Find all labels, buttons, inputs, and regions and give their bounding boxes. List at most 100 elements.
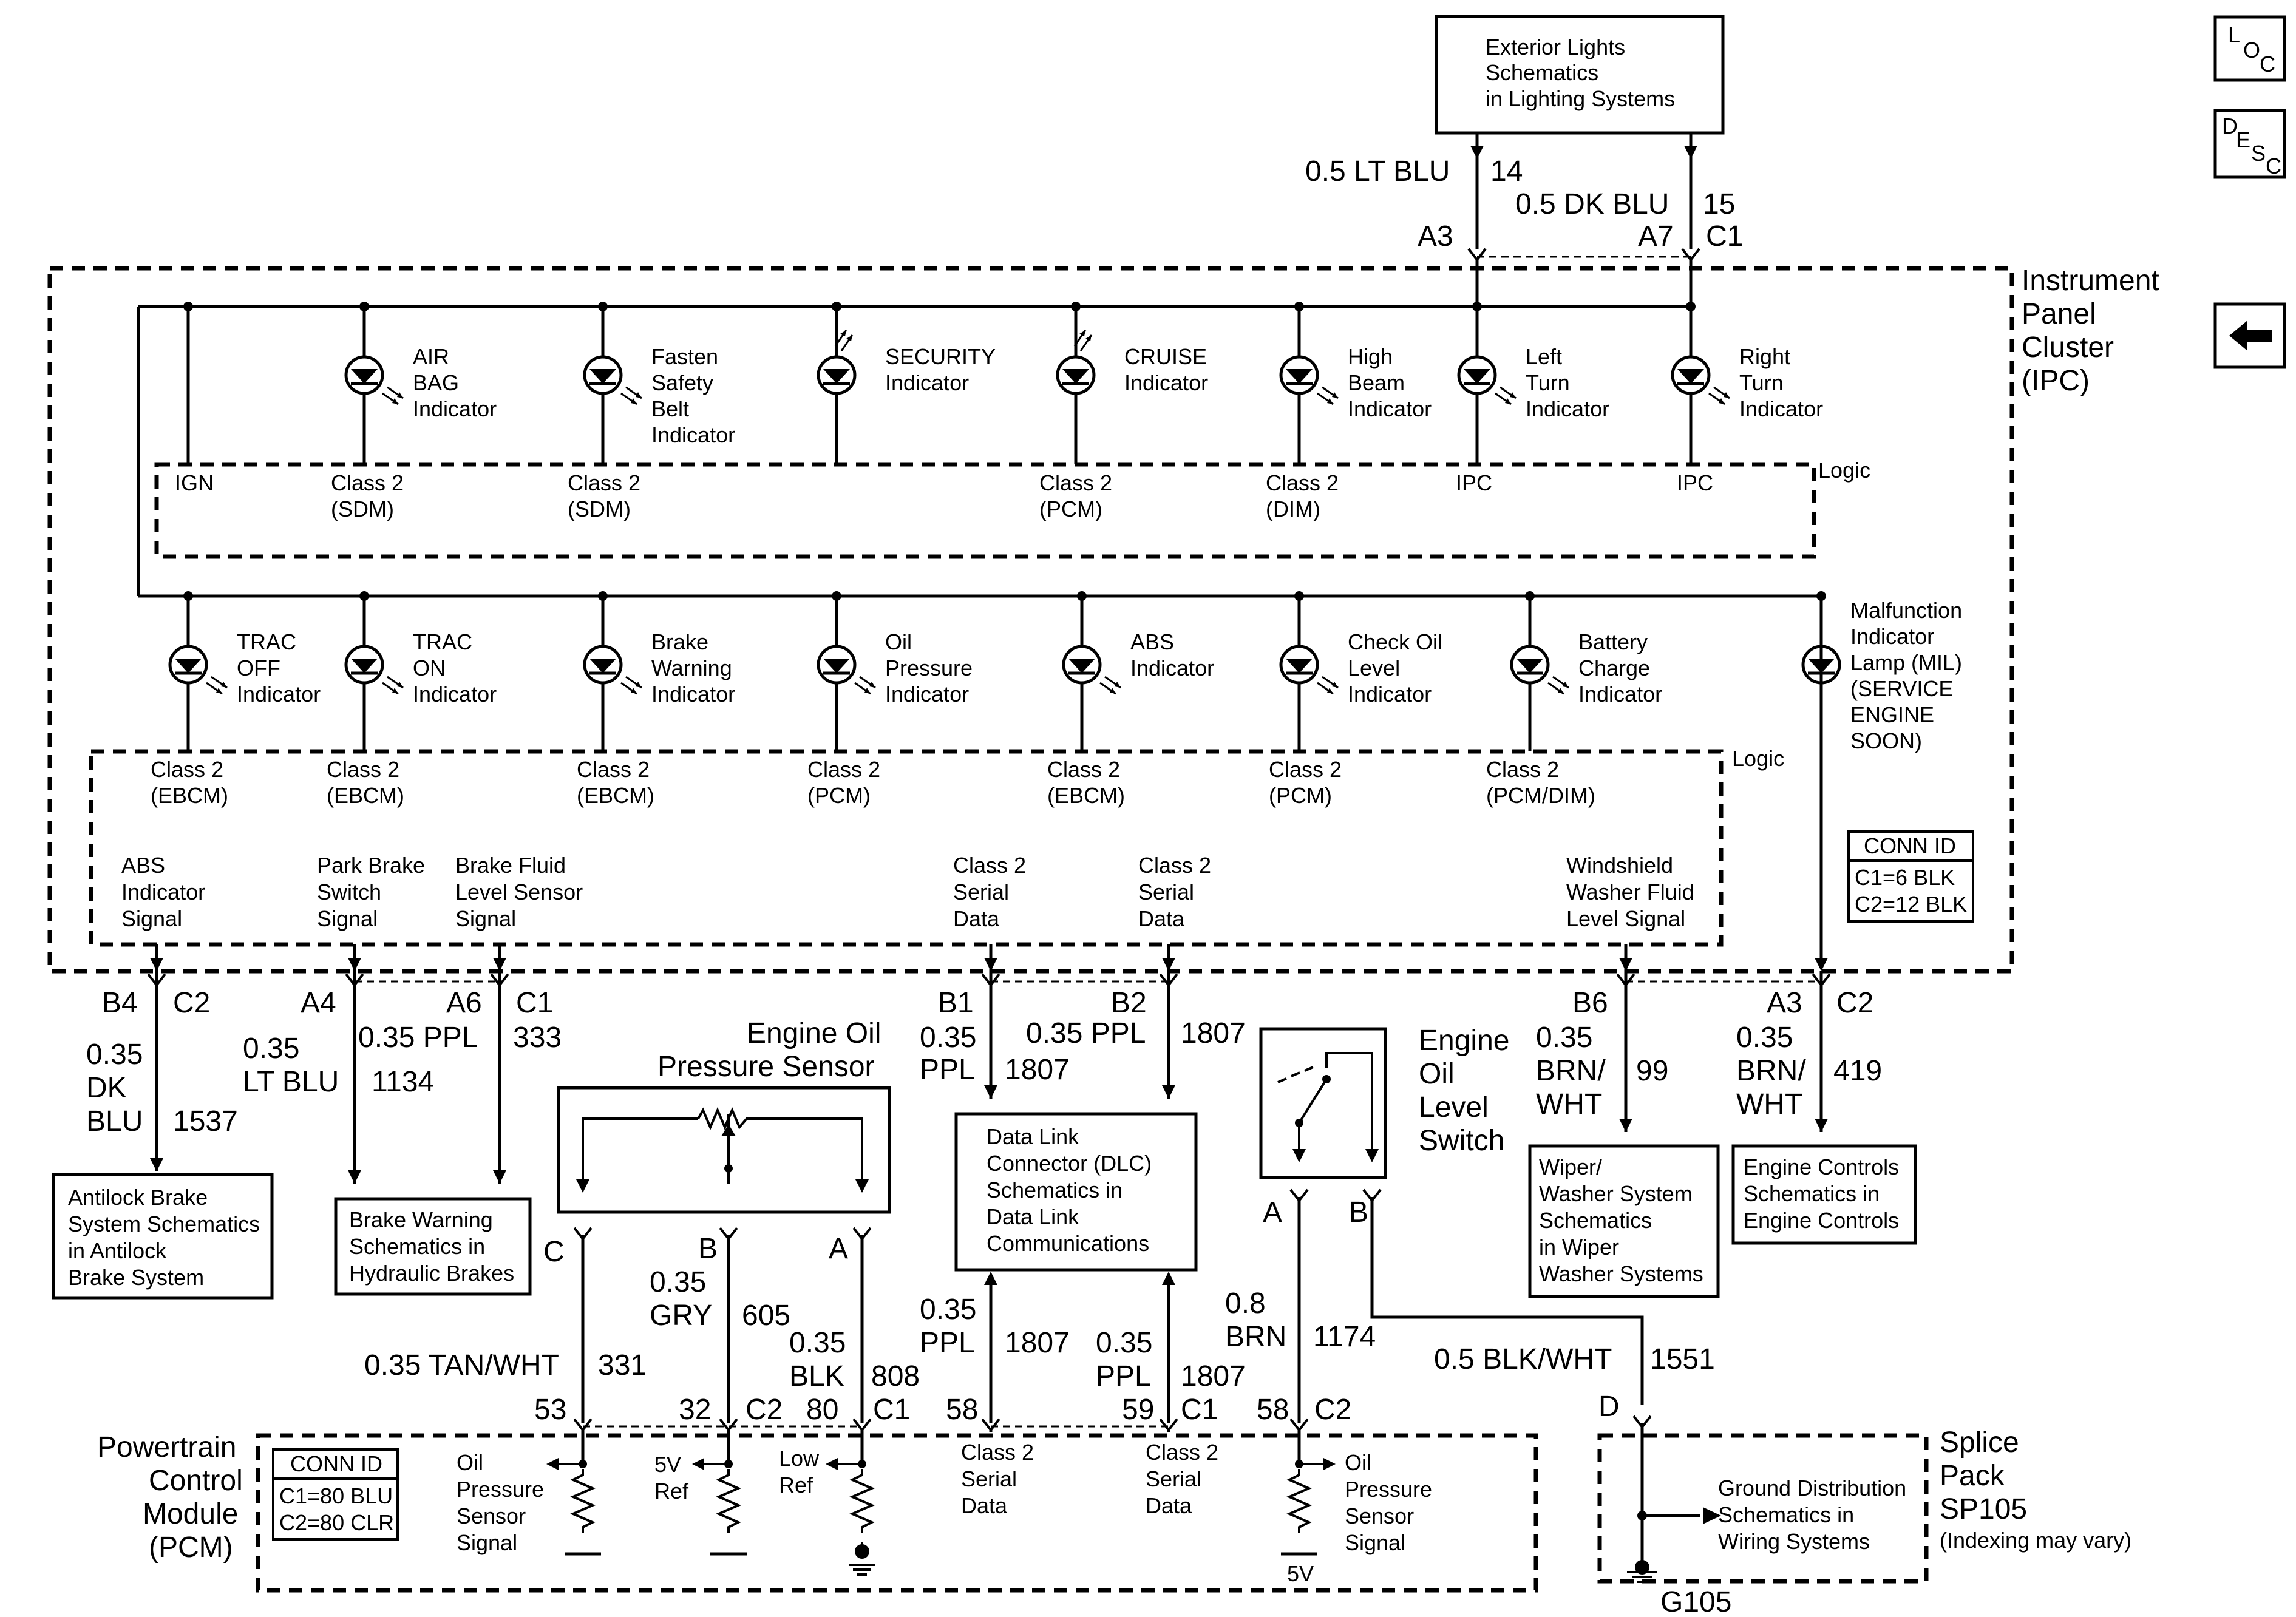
loc-letter-1: L (2228, 22, 2240, 47)
svg-text:Engine: Engine (1419, 1025, 1509, 1057)
conn-c1-top: C1 (1706, 220, 1743, 253)
svg-text:Cluster: Cluster (2022, 331, 2114, 364)
svg-text:B: B (698, 1233, 718, 1265)
svg-text:419: 419 (1833, 1055, 1882, 1087)
desc-letter-1: D (2222, 114, 2238, 138)
svg-text:Schematics: Schematics (1539, 1208, 1652, 1233)
svg-text:BRN: BRN (1225, 1321, 1286, 1353)
signal-label: Windshield (1566, 853, 1673, 878)
logic-source-label: (PCM/DIM) (1486, 783, 1595, 808)
svg-text:1174: 1174 (1313, 1321, 1376, 1353)
signal-label: Switch (317, 880, 381, 904)
svg-text:Wiring Systems: Wiring Systems (1718, 1529, 1870, 1554)
svg-text:C2: C2 (173, 987, 210, 1019)
svg-text:BLK: BLK (789, 1360, 844, 1392)
wire-15: 15 (1703, 188, 1735, 220)
indicator-label: Oil (885, 629, 912, 654)
logic-source-label: (PCM) (1269, 783, 1332, 808)
indicator-lamp-icon (585, 357, 621, 393)
svg-text:Instrument: Instrument (2022, 265, 2159, 297)
indicator-label: SECURITY (885, 344, 996, 369)
svg-text:Ref: Ref (654, 1479, 689, 1503)
indicator-label: Indicator (1348, 396, 1432, 421)
logic-source-label: Class 2 (1047, 757, 1120, 782)
signal-label: Serial (953, 880, 1009, 904)
indicator-label: High (1348, 344, 1393, 369)
indicator-label: Indicator (1526, 396, 1609, 421)
indicator-label: SOON) (1850, 728, 1922, 753)
indicator-label: Turn (1739, 370, 1784, 395)
svg-text:C1: C1 (516, 987, 553, 1019)
indicator-label: CRUISE (1124, 344, 1207, 369)
oil-pressure-sensor: Engine Oil Pressure Sensor (557, 1017, 891, 1214)
svg-text:PPL: PPL (920, 1327, 975, 1359)
svg-text:Pressure: Pressure (457, 1477, 544, 1502)
svg-text:0.35: 0.35 (243, 1032, 299, 1065)
indicator-label: Fasten (651, 344, 718, 369)
svg-text:A6: A6 (446, 987, 482, 1019)
indicator-lamp-icon (1673, 357, 1709, 393)
svg-text:Antilock Brake: Antilock Brake (68, 1185, 208, 1210)
svg-text:in Wiper: in Wiper (1539, 1235, 1619, 1259)
loc-letter-2: O (2243, 38, 2260, 63)
signal-label: Data (953, 906, 1000, 931)
svg-text:(IPC): (IPC) (2022, 365, 2090, 397)
svg-text:1807: 1807 (1181, 1017, 1246, 1049)
svg-text:B4: B4 (102, 987, 138, 1019)
ipc-title: Instrument Panel Cluster (IPC) (2022, 265, 2159, 397)
logic-source-label: (SDM) (331, 497, 394, 521)
indicator-label: Beam (1348, 370, 1405, 395)
indicator-label: Indicator (1348, 682, 1432, 707)
svg-text:Switch: Switch (1419, 1125, 1504, 1157)
indicator-label: Indicator (885, 370, 969, 395)
svg-text:in Lighting Systems: in Lighting Systems (1486, 86, 1675, 111)
indicator-label: Battery (1578, 629, 1648, 654)
indicator-lamp-icon (170, 646, 206, 683)
indicator-label: Warning (651, 656, 732, 680)
pin-a7-top: A7 (1638, 220, 1674, 253)
loc-letter-3: C (2260, 52, 2275, 76)
desc-letter-4: C (2266, 154, 2281, 178)
brake-dest-box: Brake Warning Schematics in Hydraulic Br… (334, 1197, 532, 1296)
svg-text:Wiper/: Wiper/ (1539, 1154, 1602, 1179)
svg-text:0.35: 0.35 (920, 1022, 976, 1054)
svg-text:C2: C2 (1314, 1394, 1351, 1426)
svg-text:BRN/: BRN/ (1536, 1055, 1606, 1087)
signal-label: Signal (455, 906, 516, 931)
svg-text:58: 58 (946, 1394, 978, 1426)
svg-text:0.35 PPL: 0.35 PPL (358, 1022, 478, 1054)
svg-text:Splice: Splice (1940, 1426, 2019, 1459)
svg-text:59: 59 (1122, 1394, 1154, 1426)
bottom-logic-box (89, 749, 1724, 947)
svg-text:53: 53 (534, 1394, 566, 1426)
indicator-lamp-icon (1512, 646, 1548, 683)
svg-text:Schematics: Schematics (1486, 60, 1598, 85)
ipc-pin-labels: B4 C2 A4 A6 C1 B1 B2 B6 A3 C2 (102, 987, 1873, 1019)
svg-text:B6: B6 (1572, 987, 1608, 1019)
logic-source-label: IGN (175, 470, 214, 495)
pcm-boundary (256, 1433, 1538, 1593)
svg-text:58: 58 (1257, 1394, 1289, 1426)
indicator-label: Belt (651, 396, 689, 421)
pin-a3-top: A3 (1418, 220, 1453, 253)
svg-text:Schematics in: Schematics in (1744, 1181, 1880, 1206)
arrow-left-icon[interactable] (2213, 302, 2286, 369)
indicator-label: Indicator (1739, 396, 1823, 421)
svg-text:Serial: Serial (961, 1466, 1017, 1491)
svg-text:C1=80 BLU: C1=80 BLU (279, 1483, 393, 1508)
loc-icon[interactable]: L O C (2213, 15, 2286, 82)
svg-text:Data Link: Data Link (987, 1124, 1079, 1149)
svg-text:Schematics in: Schematics in (987, 1178, 1123, 1202)
svg-text:Schematics in: Schematics in (349, 1234, 485, 1259)
desc-icon[interactable]: D E S C (2213, 109, 2286, 179)
